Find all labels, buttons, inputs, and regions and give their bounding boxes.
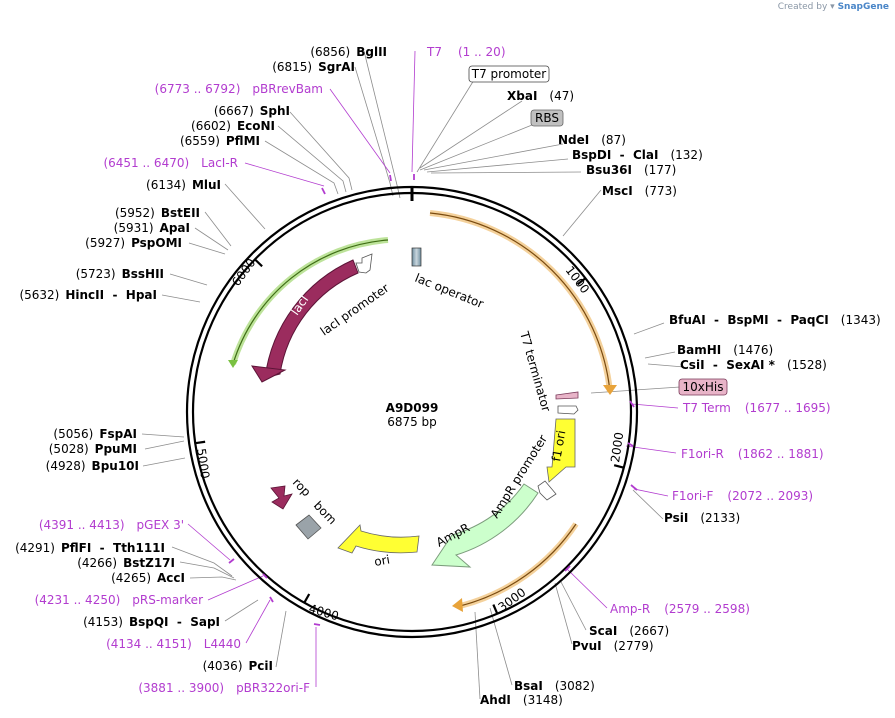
site-hincii-hpai: (5632)HincII - HpaI xyxy=(19,288,157,302)
lac-operator-box xyxy=(411,247,422,267)
ampr-arrow xyxy=(431,483,539,568)
site-bsu36i: Bsu36I(177) xyxy=(586,163,676,177)
branding-prefix: Created by xyxy=(777,2,828,12)
site-bsteii: (5952)BstEII xyxy=(115,206,200,220)
site-fspai: (5056)FspAI xyxy=(53,427,137,441)
site-acci: (4265)AccI xyxy=(111,571,185,585)
site-csii-sexai: CsiI - SexAI *(1528) xyxy=(680,358,827,372)
tick-mark-5000 xyxy=(195,440,206,445)
site-pflmi: (6559)PflMI xyxy=(180,134,260,148)
primer-prs-marker: (4231 .. 4250)pRS-marker xyxy=(35,593,203,607)
his-label: 10xHis xyxy=(683,380,724,394)
site-pspomi: (5927)PspOMI xyxy=(85,236,182,250)
rbs-box xyxy=(530,109,564,127)
his-tag-feature xyxy=(555,391,579,400)
snapgene-logo-icon: ▾ xyxy=(830,2,835,12)
rop-arrow xyxy=(270,485,293,510)
tick-mark-4000 xyxy=(303,593,311,604)
ampr-promoter-arrow xyxy=(537,480,557,501)
site-sphi: (6667)SphI xyxy=(214,104,290,118)
site-bpu10i: (4928)Bpu10I xyxy=(46,459,139,473)
site-bglii: (6856)BglII xyxy=(310,45,387,59)
site-bstz17i: (4266)BstZ17I xyxy=(77,556,175,570)
primer-markers xyxy=(228,174,638,626)
primer-pbr322ori-f: (3881 .. 3900)pBR322ori-F xyxy=(138,681,310,695)
site-apai: (5931)ApaI xyxy=(114,221,190,235)
orange-arc-1-head xyxy=(603,385,617,395)
site-ndei: NdeI(87) xyxy=(558,133,626,147)
primer-laci-r: (6451 .. 6470)LacI-R xyxy=(103,156,238,170)
orange-arc-1 xyxy=(429,210,613,393)
t7-promoter-label: T7 promoter xyxy=(471,67,547,81)
feature-label-lac-operator: lac operator xyxy=(413,271,486,311)
feature-label-f1-ori: f1 ori xyxy=(549,429,568,462)
tick-mark-2000 xyxy=(613,464,625,469)
primer-amp-r: Amp-R(2579 .. 2598) xyxy=(610,602,750,616)
plasmid-name: A9D099 xyxy=(386,401,439,415)
orange-arc-2-head xyxy=(452,598,463,612)
his-box xyxy=(678,378,728,396)
tick-marks xyxy=(195,258,625,615)
tick-mark-3000 xyxy=(492,604,499,615)
primer-labels: T7(1 .. 20) (6773 .. 6792)pBRrevBam (645… xyxy=(35,45,831,695)
t7-terminator-arrow xyxy=(557,405,579,415)
tick-label-5000: 5000 xyxy=(194,447,212,479)
site-psii: PsiI(2133) xyxy=(664,511,740,525)
tick-label-2000: 2000 xyxy=(608,431,626,463)
primer-t7: T7(1 .. 20) xyxy=(426,45,506,59)
site-pcii: (4036)PciI xyxy=(203,659,273,673)
ori-arrow xyxy=(337,524,420,554)
plasmid-size: 6875 bp xyxy=(387,415,437,429)
feature-label-rop: rop xyxy=(290,475,314,499)
branding-name: SnapGene xyxy=(837,2,889,12)
site-bsai: BsaI(3082) xyxy=(514,679,595,693)
site-sgrai: (6815)SgrAI xyxy=(272,60,355,74)
site-pvui: PvuI(2779) xyxy=(572,639,654,653)
laci-promoter-arrow xyxy=(355,253,373,274)
f1-ori-arrow xyxy=(546,418,576,483)
bom-feature xyxy=(295,514,322,540)
leader-lines xyxy=(141,50,685,700)
feature-label-t7-terminator: T7 terminator xyxy=(517,329,554,413)
site-labels-left: (6856)BglII (6815)SgrAI (6667)SphI (6602… xyxy=(15,45,387,673)
primer-pgex3: (4391 .. 4413)pGEX 3' xyxy=(39,518,184,532)
site-msci: MscI(773) xyxy=(602,184,677,198)
site-scai: ScaI(2667) xyxy=(589,624,669,638)
green-arc-head xyxy=(228,360,238,368)
site-bamhi: BamHI(1476) xyxy=(677,343,773,357)
site-pflfi-tth111i: (4291)PflFI - Tth111I xyxy=(15,541,165,555)
laci-arrow-head xyxy=(251,365,287,383)
primer-pbrrevbam: (6773 .. 6792)pBRrevBam xyxy=(155,82,323,96)
snapgene-branding: Created by ▾ SnapGene xyxy=(778,2,889,12)
site-econi: (6602)EcoNI xyxy=(191,119,275,133)
feature-label-ori: ori xyxy=(373,552,391,568)
site-xbai: XbaI(47) xyxy=(507,89,574,103)
primer-t7-term: T7 Term(1677 .. 1695) xyxy=(682,401,831,415)
primer-l4440: (4134 .. 4151)L4440 xyxy=(106,637,241,651)
tick-mark-6000 xyxy=(254,258,263,268)
t7-promoter-box xyxy=(468,65,550,83)
site-bsshii: (5723)BssHII xyxy=(76,267,164,281)
primer-f1ori-r: F1ori-R(1862 .. 1881) xyxy=(681,447,824,461)
site-labels-right: XbaI(47) NdeI(87) BspDI - ClaI(132) Bsu3… xyxy=(480,89,881,707)
primer-f1ori-f: F1ori-F(2072 .. 2093) xyxy=(672,489,813,503)
site-ppumi: (5028)PpuMI xyxy=(49,442,137,456)
site-bspqi-sapi: (4153)BspQI - SapI xyxy=(83,615,220,629)
site-mlui: (6134)MluI xyxy=(146,178,221,192)
site-bfuai-bspmi-paqci: BfuAI - BspMI - PaqCI(1343) xyxy=(669,313,881,327)
site-bspdi-clai: BspDI - ClaI(132) xyxy=(572,148,703,162)
site-ahdi: AhdI(3148) xyxy=(480,693,563,707)
rbs-label: RBS xyxy=(535,111,559,125)
tick-mark-1000 xyxy=(576,277,587,286)
